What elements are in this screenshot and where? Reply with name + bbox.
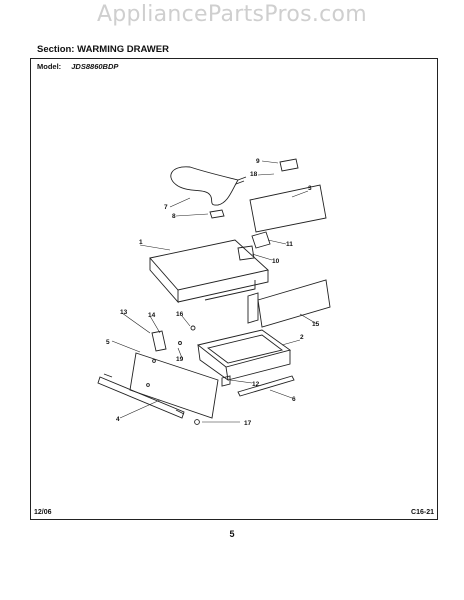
callout-7: 7 [164,204,168,211]
rear-panel [249,184,327,233]
callout-5: 5 [106,339,110,346]
model-number: JDS8860BDP [71,62,119,71]
drawer-pan [196,329,292,368]
callout-4: 4 [116,416,120,423]
side-panel [257,279,331,328]
callout-9: 9 [256,158,260,165]
callout-12: 12 [252,381,260,388]
callout-3: 3 [308,185,312,192]
callout-19: 19 [176,356,184,363]
callout-2: 2 [300,334,304,341]
revision-date: 12/06 [34,509,52,516]
hinge-bracket [151,330,167,352]
callout-8: 8 [172,213,176,220]
watermark: AppliancePartsPros.com [96,2,368,27]
model-label: Model: [37,62,62,71]
diagram-code: C16-21 [411,509,434,516]
latch [237,245,255,261]
callout-10: 10 [272,258,280,265]
drawer-front [129,352,219,419]
drawer-housing [149,239,269,291]
side-bracket [251,231,271,249]
callout-14: 14 [148,312,156,319]
callout-13: 13 [120,309,128,316]
callout-15: 15 [312,321,320,328]
section-title: Section: WARMING DRAWER [37,44,169,55]
callout-17: 17 [244,420,252,427]
drawer-handle [97,376,185,419]
diagram-frame: Model: JDS8860BDP 12/06 C16-21 [30,58,438,520]
section-name: WARMING DRAWER [77,44,169,55]
page-number: 5 [229,529,235,539]
callout-6: 6 [292,396,296,403]
element-bracket [209,209,225,219]
callout-11: 11 [286,241,293,248]
heating-element [170,166,239,206]
model-line: Model: JDS8860BDP [37,62,118,71]
callout-18: 18 [250,171,258,178]
callout-1: 1 [139,239,143,246]
callout-16: 16 [176,311,184,318]
terminal-block [279,158,299,172]
section-label: Section: [37,44,75,55]
slide-rail [237,375,295,397]
